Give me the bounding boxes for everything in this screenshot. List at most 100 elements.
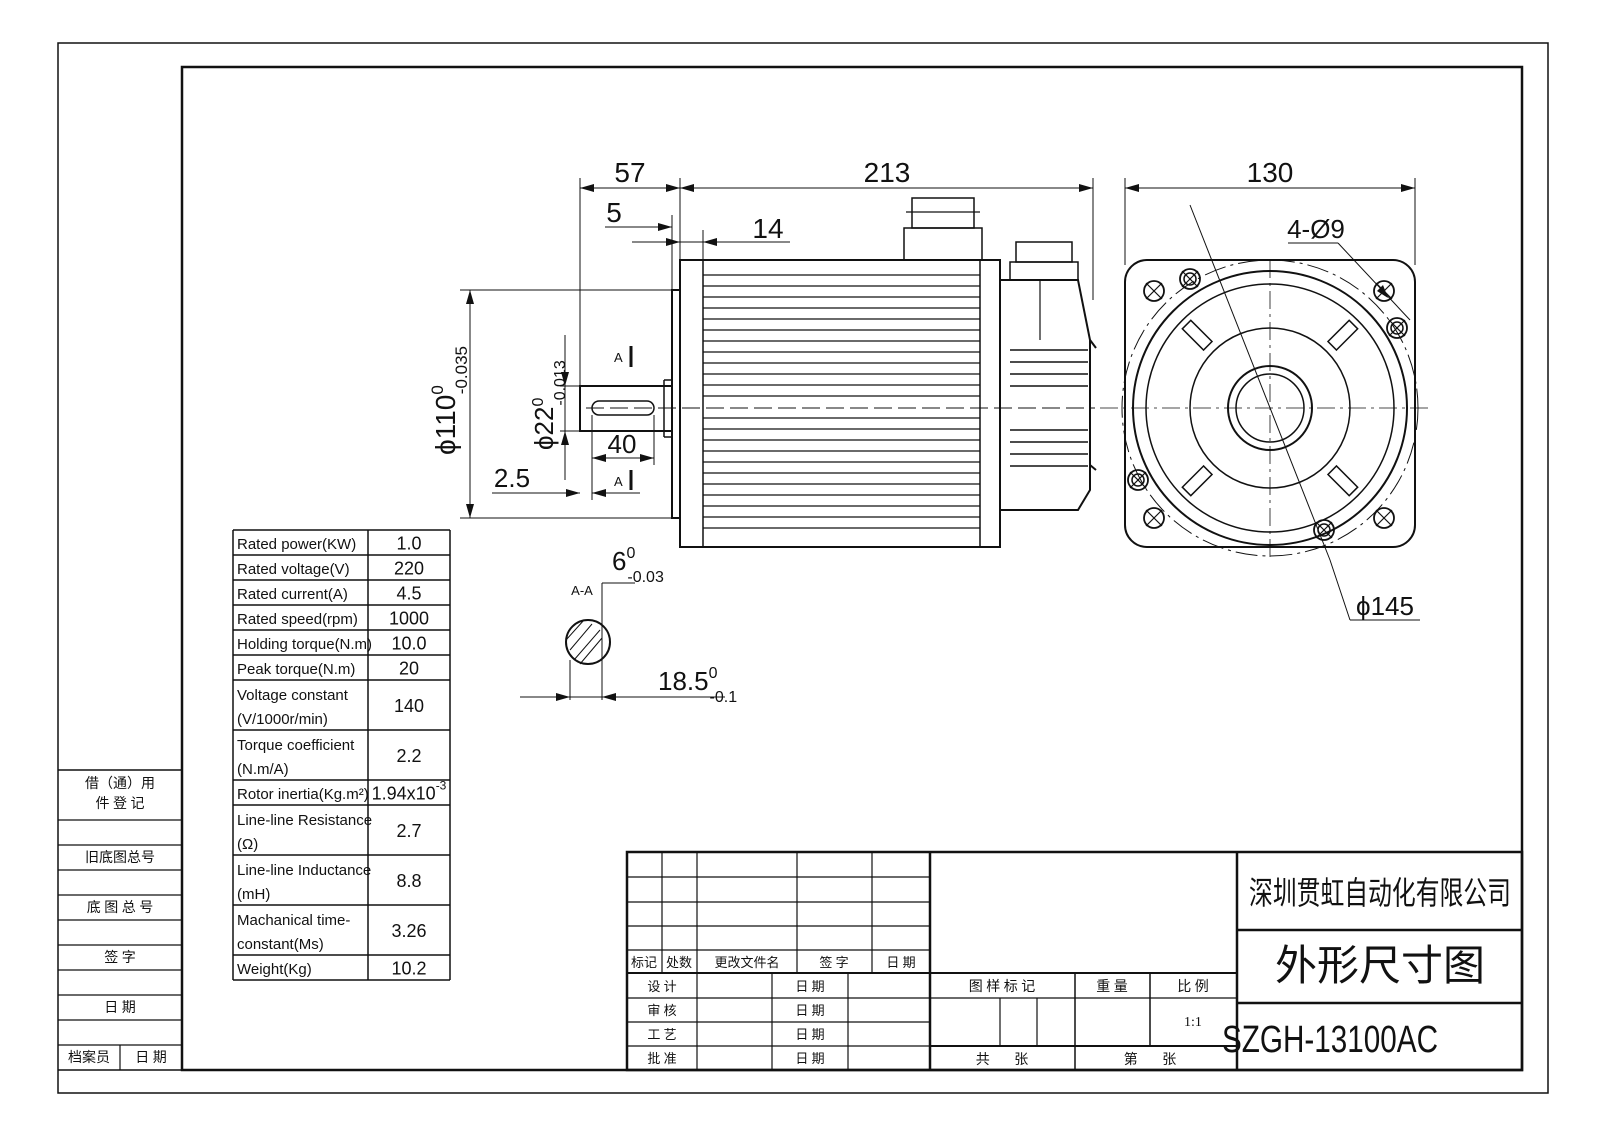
dim-2-5: 2.5: [494, 463, 530, 493]
spec-label: Machanical time-: [237, 912, 350, 929]
strip-signature: 签 字: [104, 949, 136, 966]
section-a-a: A-A 60-0.03 18.50-0.1: [520, 545, 737, 706]
approve-date: 日 期: [795, 1051, 824, 1066]
spec-label: Voltage constant: [237, 687, 349, 704]
dim-40: 40: [608, 429, 637, 459]
model-number: SZGH-13100AC: [1222, 1019, 1438, 1061]
spec-row: Rated voltage(V)220: [233, 559, 450, 581]
process-date: 日 期: [795, 1027, 824, 1042]
weight-label: 重 量: [1096, 979, 1128, 995]
spec-label: Holding torque(N.m): [237, 636, 372, 653]
spec-label: Rated current(A): [237, 586, 348, 603]
spec-value: 2.7: [396, 821, 421, 841]
scale-label: 比 例: [1177, 979, 1209, 995]
spec-row: Peak torque(N.m) 20: [233, 659, 450, 681]
section-mark-a-top: A: [614, 350, 623, 365]
review-date: 日 期: [795, 1003, 824, 1018]
total-sheets: 共 张: [976, 1052, 1029, 1068]
spec-label: Rated voltage(V): [237, 561, 350, 578]
company-name: 深圳贯虹自动化有限公司: [1249, 875, 1511, 911]
spec-row: Rated current(A) 4.5: [233, 584, 450, 606]
front-view-dimensions: 130 4-Ø9 ϕ145: [1124, 157, 1420, 621]
spec-row: Line-line Resistance (Ω) 2.7: [233, 812, 450, 856]
spec-label: Rated power(KW): [237, 536, 356, 553]
dim-pitch-circle: ϕ145: [1356, 591, 1414, 621]
strip-date: 日 期: [104, 1000, 136, 1016]
design-label: 设 计: [647, 979, 676, 994]
strip-borrow-label: 借（通）用: [85, 776, 155, 792]
spec-value: 1.94x10-3: [372, 779, 447, 804]
side-view-dimensions: 57 213 5 14 ϕ1100-0.035 ϕ220-0.013 40: [428, 157, 1094, 519]
spec-value: 4.5: [396, 584, 421, 604]
spec-label: Line-line Resistance: [237, 812, 372, 829]
design-date: 日 期: [795, 979, 824, 994]
spec-value: 140: [394, 696, 424, 716]
review-label: 审 核: [647, 1003, 676, 1018]
spec-value: 3.26: [391, 921, 426, 941]
spec-value: 8.8: [396, 871, 421, 891]
spec-value: 20: [399, 659, 419, 679]
dim-key-depth: 18.50-0.1: [658, 665, 737, 706]
section-a-a-label: A-A: [571, 583, 593, 598]
spec-value: 10.0: [391, 634, 426, 654]
dim-213: 213: [864, 157, 911, 188]
section-mark-a-bottom: A: [614, 474, 623, 489]
left-register-strip: 借（通）用 件 登 记 旧底图总号 底 图 总 号 签 字 日 期 档案员 日 …: [58, 769, 182, 1071]
spec-label: Rated speed(rpm): [237, 611, 358, 628]
spec-value: 10.2: [391, 959, 426, 979]
strip-register-label: 件 登 记: [96, 796, 145, 812]
rev-header-file: 更改文件名: [714, 955, 779, 970]
spec-row: Holding torque(N.m) 10.0: [233, 634, 450, 656]
body-fins: [703, 274, 980, 529]
process-label: 工 艺: [647, 1027, 676, 1042]
approve-label: 批 准: [647, 1051, 676, 1066]
spec-label: Line-line Inductance: [237, 862, 371, 879]
spec-row: Line-line Inductance (mH) 8.8: [233, 862, 450, 906]
spec-label-cont: (V/1000r/min): [237, 711, 328, 728]
strip-old-drawing-no: 旧底图总号: [85, 850, 155, 866]
spec-label-cont: constant(Ms): [237, 936, 324, 953]
spec-label: Torque coefficient: [237, 737, 355, 754]
spec-label-cont: (N.m/A): [237, 761, 289, 778]
dim-5: 5: [606, 197, 622, 228]
dim-shaft-dia: ϕ220-0.013: [529, 360, 569, 450]
strip-archivist: 档案员: [68, 1049, 110, 1066]
dim-body-dia: ϕ1100-0.035: [428, 346, 471, 455]
mounting-holes: [1127, 268, 1408, 541]
dim-14: 14: [752, 213, 783, 244]
dim-key-width: 60-0.03: [612, 545, 664, 586]
spec-label: Weight(Kg): [237, 961, 312, 978]
spec-row: Rated speed(rpm) 1000: [233, 609, 450, 631]
strip-archive-date: 日 期: [135, 1050, 167, 1066]
dim-130: 130: [1247, 157, 1294, 188]
spec-row: Torque coefficient (N.m/A) 2.2: [233, 737, 450, 781]
spec-row: Voltage constant (V/1000r/min) 140: [233, 687, 450, 731]
spec-label: Rotor inertia(Kg.m²): [237, 786, 369, 803]
spec-value: 1.0: [396, 534, 421, 554]
dim-57: 57: [614, 157, 645, 188]
rev-header-sign: 签 字: [819, 955, 848, 970]
rev-header-mark: 标记: [631, 955, 657, 970]
dim-holes: 4-Ø9: [1287, 214, 1345, 244]
spec-value: 2.2: [396, 746, 421, 766]
rev-header-date: 日 期: [886, 955, 915, 970]
spec-label-cont: (mH): [237, 886, 270, 903]
strip-drawing-no: 底 图 总 号: [87, 900, 154, 916]
spec-row: Machanical time-constant(Ms) 3.26: [233, 912, 450, 956]
sample-mark-label: 图 样 标 记: [969, 979, 1036, 995]
spec-value: 1000: [389, 609, 429, 629]
outer-border: [57, 42, 1549, 1094]
spec-row: Rotor inertia(Kg.m²)1.94x10-3: [233, 779, 450, 806]
motor-front-view: [1100, 204, 1430, 561]
spec-row: Weight(Kg) 10.2: [233, 959, 450, 981]
rev-header-count: 处数: [666, 955, 692, 970]
title-block: 标记 处数 更改文件名 签 字 日 期 设 计 审 核 工 艺 批 准 日 期 …: [625, 850, 1524, 1072]
spec-label: Peak torque(N.m): [237, 661, 355, 678]
drawing-title: 外形尺寸图: [1275, 942, 1485, 989]
front-ribs: [1181, 319, 1359, 497]
sheet-number: 第 张: [1124, 1051, 1177, 1068]
motor-side-view: A A: [579, 197, 1097, 548]
spec-label-cont: (Ω): [237, 836, 258, 853]
